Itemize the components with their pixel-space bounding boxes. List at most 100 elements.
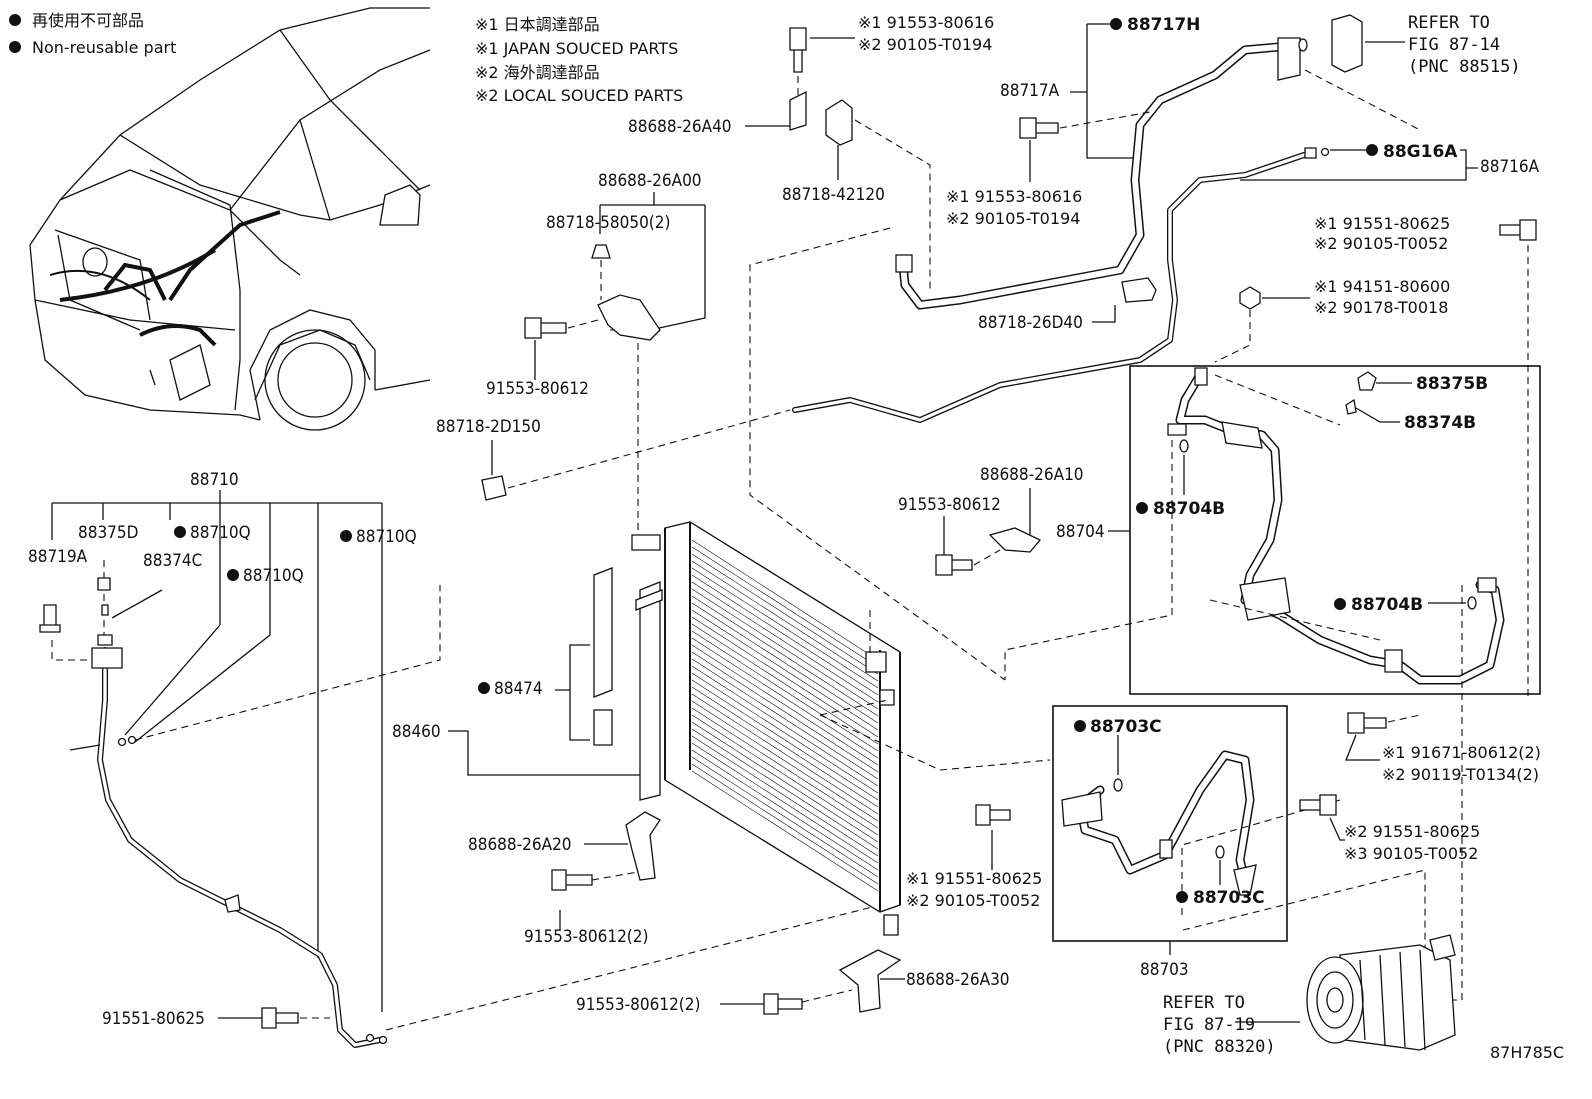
upper-pipes: 88717H 88717A ※1 91553-80616 ※2 90105-T0… (749, 15, 1540, 681)
label-88688-26a40: 88688-26A40 (628, 117, 732, 137)
label-88717a: 88717A (1000, 81, 1060, 101)
ref-88320-line-1: REFER TO (1163, 993, 1245, 1013)
receiver-tank (639, 581, 661, 801)
bolt-icon (1019, 117, 1059, 139)
bolt-icon (1499, 219, 1537, 241)
label-nut-2: ※2 90178-T0018 (1314, 298, 1448, 317)
bolt-icon (789, 27, 807, 73)
bolt-icon (524, 317, 567, 339)
ref-88320-line-3: (PNC 88320) (1163, 1037, 1276, 1057)
label-88703: 88703 (1140, 960, 1189, 980)
group-88704-box (1129, 365, 1541, 695)
label-88460: 88460 (392, 722, 441, 742)
ref-88515-line-1: REFER TO (1408, 13, 1490, 33)
label-88710q-2: 88710Q (243, 566, 304, 586)
label-88710: 88710 (190, 470, 239, 490)
non-reusable-dot-icon (227, 569, 239, 581)
vehicle-illustration (29, 7, 431, 431)
label-88g16a: 88G16A (1383, 142, 1458, 162)
legend-jp: 再使用不可部品 (32, 11, 144, 30)
bracket-icon (988, 527, 1042, 553)
label-88718-58050: 88718-58050(2) (546, 213, 670, 233)
bracket-icon (789, 90, 807, 131)
port-icon (97, 634, 113, 646)
label-bolt-r2-1: ※1 91671-80612(2) (1382, 743, 1541, 762)
note-line: ※2 LOCAL SOUCED PARTS (475, 86, 683, 105)
note-line: ※1 日本調達部品 (475, 15, 600, 34)
cushion-icon (481, 475, 507, 501)
valve-core-icon (101, 604, 109, 616)
bracket-88688-26a10: 88688-26A10 91553-80612 (898, 465, 1084, 576)
o-ring-icon (1113, 778, 1123, 792)
label-bolt-mid-2: ※2 90105-T0194 (946, 209, 1080, 228)
label-bolt-r1-2: ※2 90105-T0052 (1314, 234, 1448, 253)
non-reusable-dot-icon (1074, 720, 1086, 732)
group-88704: 88704 88375B 88374B 88704B 88704B (1004, 365, 1541, 1001)
o-ring-icon (1320, 147, 1330, 157)
label-91553-80612-2b: 91553-80612(2) (576, 995, 700, 1015)
label-88375d: 88375D (78, 523, 138, 543)
o-ring-icon (1179, 439, 1189, 453)
label-88374b: 88374B (1404, 413, 1476, 433)
label-88718-2d150: 88718-2D150 (436, 417, 541, 437)
non-reusable-dot-icon (340, 530, 352, 542)
bolt-icon (975, 804, 1011, 826)
o-ring-icon (1467, 596, 1477, 610)
label-bolt-top-2: ※2 90105-T0194 (858, 35, 992, 54)
non-reusable-dot-icon (174, 526, 186, 538)
label-bolt-c-2: ※2 90105-T0052 (906, 891, 1040, 910)
pressure-switch-icon (1331, 14, 1363, 73)
label-bolt-r2-2: ※2 90119-T0134(2) (1382, 765, 1539, 784)
label-bolt-r3-2: ※3 90105-T0052 (1344, 844, 1478, 863)
ref-88320-line-2: FIG 87-19 (1163, 1015, 1255, 1035)
label-91553-80612-a: 91553-80612 (486, 379, 589, 399)
ref-88515-line-2: FIG 87-14 (1408, 35, 1500, 55)
non-reusable-dot-icon (1334, 598, 1346, 610)
label-88374c: 88374C (143, 551, 202, 571)
non-reusable-dot-icon (1366, 144, 1378, 156)
label-88718-26d40: 88718-26D40 (978, 313, 1083, 333)
label-88718-42120: 88718-42120 (782, 185, 885, 205)
non-reusable-dot-icon (1136, 502, 1148, 514)
right-fasteners: ※1 91551-80625 ※2 90105-T0052 ※1 94151-8… (1214, 214, 1537, 700)
label-91553-80612-b: 91553-80612 (898, 495, 1001, 515)
o-ring-icon (1215, 845, 1225, 859)
top-center-parts: ※1 91553-80616 ※2 90105-T0194 88688-26A4… (436, 13, 994, 501)
note-line: ※1 JAPAN SOUCED PARTS (475, 39, 678, 58)
o-ring-icon (127, 735, 137, 745)
label-88717h: 88717H (1127, 15, 1200, 35)
label-88703c-2: 88703C (1193, 888, 1265, 908)
legend: 再使用不可部品 Non-reusable part (9, 11, 176, 57)
condenser-mount: 88688-26A20 91553-80612(2) 88688-26A30 9… (468, 804, 1042, 1015)
clip-icon (591, 244, 611, 259)
o-ring-icon (378, 1035, 388, 1045)
group-88710: 88710 88375D 88710Q 88374C 88710Q 88719A… (28, 470, 901, 1048)
non-reusable-dot-icon (1110, 18, 1122, 30)
bracket-icon (838, 949, 902, 1013)
label-bolt-c-1: ※1 91551-80625 (906, 869, 1042, 888)
bolt-icon (763, 993, 803, 1015)
label-88719a: 88719A (28, 547, 88, 567)
clamp-icon (1121, 277, 1157, 303)
bracket-icon (597, 294, 661, 341)
legend-dot-icon (9, 41, 21, 53)
label-bolt-r1-1: ※1 91551-80625 (1314, 214, 1450, 233)
bracket-icon (625, 811, 661, 881)
label-bolt-mid-1: ※1 91553-80616 (946, 187, 1082, 206)
legend-en: Non-reusable part (32, 38, 176, 57)
label-88474: 88474 (494, 679, 543, 699)
label-88375b: 88375B (1416, 374, 1488, 394)
group-88703: 88703C 88703C 88703 (1052, 705, 1426, 980)
bolt-icon (1347, 712, 1387, 734)
label-88710q-1: 88710Q (190, 523, 251, 543)
o-ring-icon (365, 1033, 375, 1043)
filter-strip (593, 567, 613, 698)
filter-cap (593, 709, 613, 746)
label-88716a: 88716A (1480, 157, 1540, 177)
non-reusable-dot-icon (478, 682, 490, 694)
reference-88320: REFER TO FIG 87-19 (PNC 88320) (1163, 934, 1456, 1057)
label-88688-26a30: 88688-26A30 (906, 970, 1010, 990)
label-88704b-1: 88704B (1153, 499, 1225, 519)
nut-icon (1239, 286, 1261, 310)
